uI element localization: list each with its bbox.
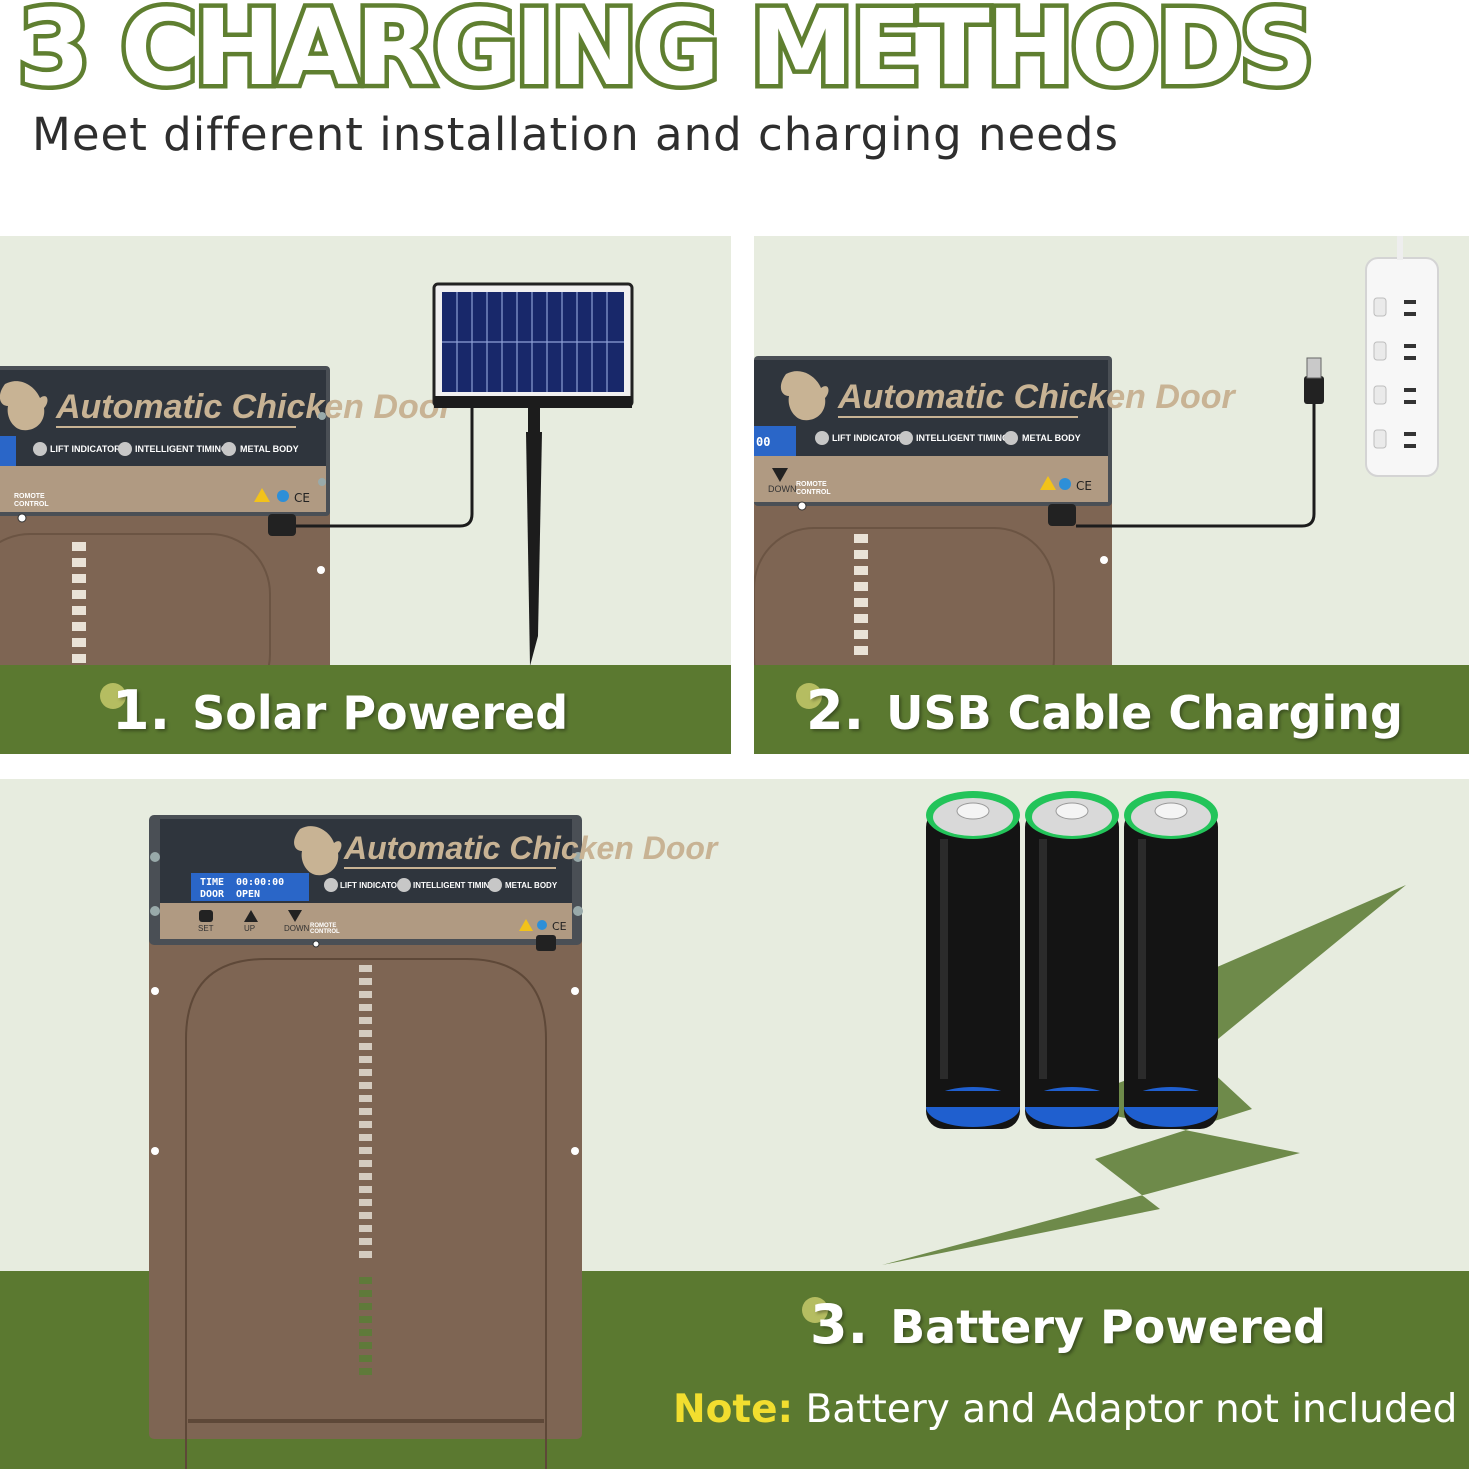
svg-text:ROMOTE: ROMOTE (310, 923, 336, 929)
solar-panel-card: Automatic Chicken Door LIFT INDICATOR IN… (0, 236, 731, 754)
svg-text:CE: CE (1076, 479, 1092, 493)
svg-text:OPEN: OPEN (236, 889, 260, 900)
bullet-dot (802, 1297, 828, 1323)
rooster-icon (0, 381, 48, 431)
lcd-screen: TIME 00:00:00 DOOR OPEN (191, 873, 309, 901)
note-key: Note: (673, 1387, 794, 1432)
lcd-screen (0, 436, 16, 466)
method-3-label: 3.Battery Powered (810, 1293, 1326, 1356)
lift-indicator-strip (854, 534, 868, 655)
svg-text:LIFT INDICATOR: LIFT INDICATOR (340, 881, 403, 890)
set-button (199, 910, 213, 922)
svg-text:LIFT INDICATOR: LIFT INDICATOR (832, 433, 903, 443)
svg-text:METAL BODY: METAL BODY (505, 881, 558, 890)
battery-icon (1124, 791, 1218, 1129)
solar-cable (296, 408, 474, 528)
svg-text:INTELLIGENT TIMING: INTELLIGENT TIMING (413, 881, 496, 890)
note-body: Battery and Adaptor not included (793, 1387, 1458, 1432)
method-band-2: 2.USB Cable Charging (754, 665, 1469, 754)
page-subtitle: Meet different installation and charging… (32, 108, 1119, 161)
svg-text:CE: CE (552, 920, 567, 933)
svg-text:METAL BODY: METAL BODY (240, 444, 299, 454)
up-button (244, 910, 258, 922)
rooster-icon (780, 371, 829, 421)
svg-text:DOOR: DOOR (200, 889, 225, 900)
svg-text:INTELLIGENT TIMING: INTELLIGENT TIMING (916, 433, 1009, 443)
svg-text:SET: SET (198, 924, 214, 933)
rooster-icon (294, 826, 342, 876)
bullet-dot (796, 683, 822, 709)
svg-text:ROMOTE: ROMOTE (14, 493, 45, 500)
dc-connector (268, 514, 296, 536)
svg-text:00: 00 (756, 435, 770, 449)
lcd-screen (754, 426, 796, 456)
svg-text:CE: CE (294, 491, 310, 505)
battery-illustration: Automatic Chicken Door TIME 00:00:00 DOO… (149, 791, 1406, 1469)
usb-illustration: Automatic Chicken Door 00 LIFT INDICATOR… (754, 236, 1439, 719)
dc-connector (1048, 504, 1076, 526)
method-band-1: 1.Solar Powered (0, 665, 731, 754)
svg-text:ROMOTE: ROMOTE (796, 481, 827, 488)
method-1-label: 1.Solar Powered (112, 679, 569, 742)
svg-text:Automatic Chicken Door: Automatic Chicken Door (343, 830, 719, 866)
battery-icon (926, 791, 1020, 1129)
svg-text:CONTROL: CONTROL (310, 929, 340, 935)
usb-cable (1076, 402, 1316, 528)
svg-text:CONTROL: CONTROL (14, 501, 49, 508)
svg-text:DOWN: DOWN (768, 484, 797, 494)
svg-text:00:00:00: 00:00:00 (236, 877, 284, 888)
lift-indicator-strip-lit (359, 1277, 372, 1375)
solar-panel-icon (432, 282, 634, 666)
svg-text:TIME: TIME (200, 877, 224, 888)
svg-text:METAL BODY: METAL BODY (1022, 433, 1081, 443)
battery-powered-card: Automatic Chicken Door TIME 00:00:00 DOO… (0, 779, 1469, 1469)
svg-text:INTELLIGENT TIMING: INTELLIGENT TIMING (135, 444, 228, 454)
note-text: Note: Battery and Adaptor not included (673, 1387, 1457, 1432)
lift-indicator-strip (359, 965, 372, 1258)
usb-plug-icon (1304, 357, 1324, 404)
method-2-label: 2.USB Cable Charging (806, 679, 1403, 742)
solar-illustration: Automatic Chicken Door LIFT INDICATOR IN… (0, 282, 634, 715)
bullet-dot (100, 683, 126, 709)
svg-text:UP: UP (244, 924, 255, 933)
brand-label: Automatic Chicken Door (55, 388, 454, 426)
down-button (288, 910, 302, 922)
door-body (754, 498, 1112, 668)
svg-text:DOWN: DOWN (284, 924, 310, 933)
lift-indicator-strip (72, 542, 86, 663)
svg-text:LIFT INDICATOR: LIFT INDICATOR (50, 444, 121, 454)
svg-text:CONTROL: CONTROL (796, 489, 831, 496)
battery-icon (1025, 791, 1119, 1129)
power-strip-icon (1365, 236, 1439, 477)
svg-text:Automatic Chicken Door: Automatic Chicken Door (837, 378, 1236, 416)
usb-charging-card: Automatic Chicken Door 00 LIFT INDICATOR… (754, 236, 1469, 754)
page-title: 3 CHARGING METHODS (13, 0, 1318, 109)
